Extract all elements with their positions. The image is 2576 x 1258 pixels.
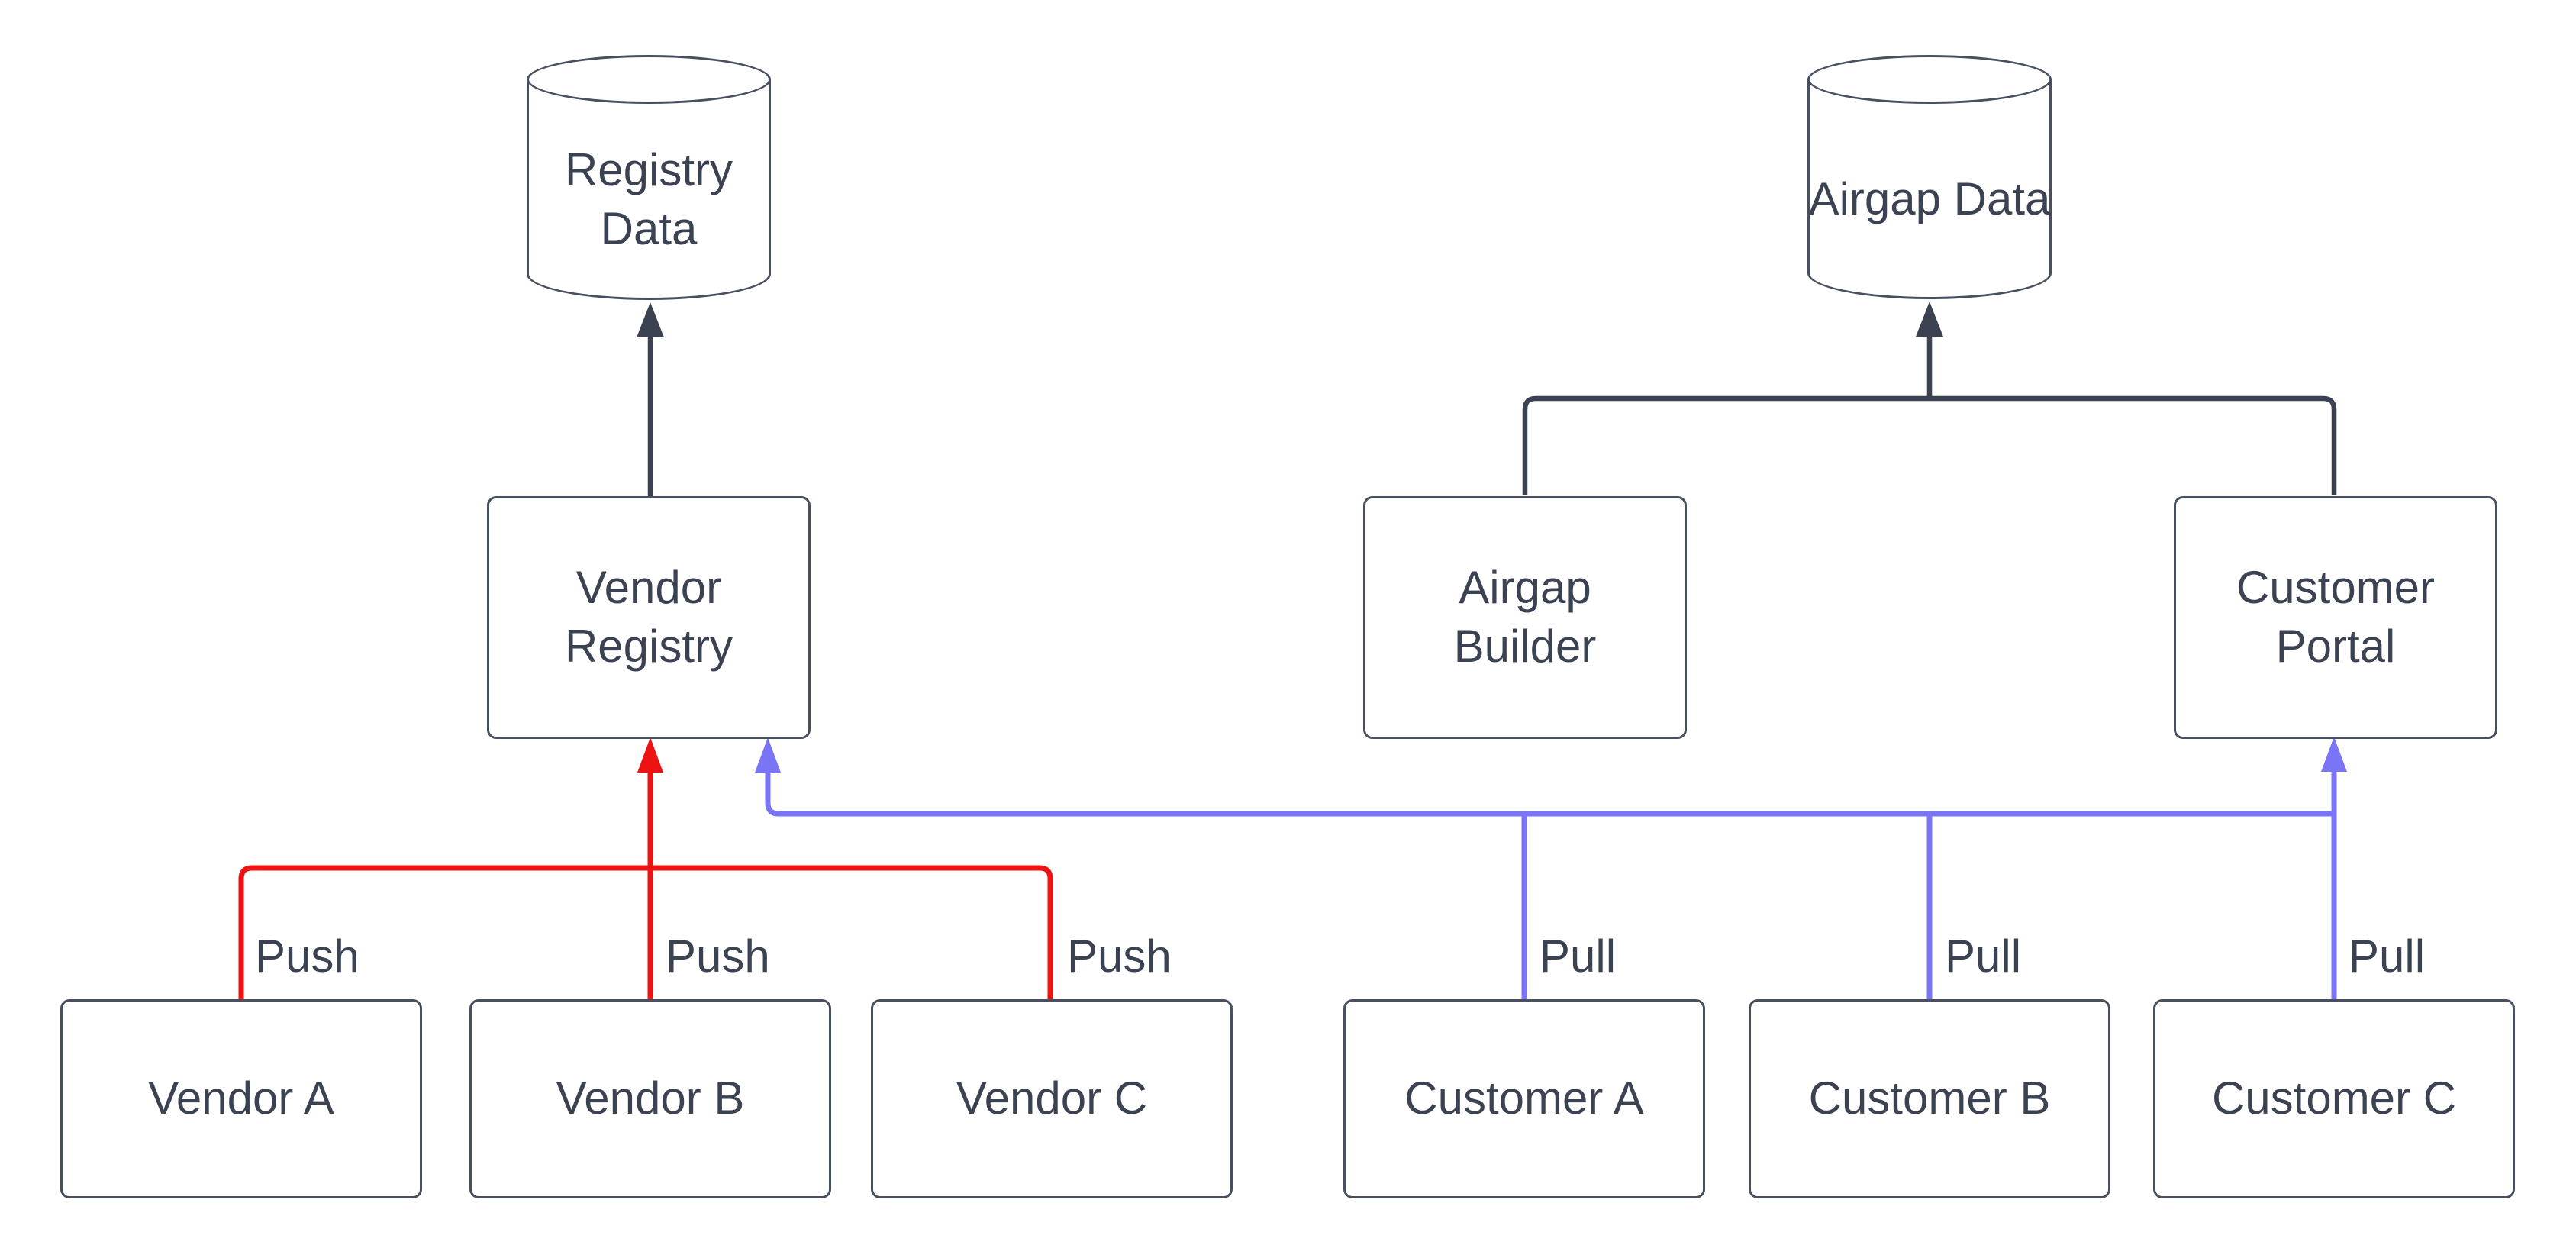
edge-label-push-vendor-a: Push (255, 931, 359, 982)
node-registry-data: Registry Data (527, 55, 771, 300)
edge-pull-trunk-to-vendor-registry (765, 771, 2334, 817)
node-vendor-c: Vendor C (871, 999, 1233, 1198)
arrowhead-push-vendor-registry (637, 737, 663, 773)
node-vendor-a: Vendor A (60, 999, 422, 1198)
edge-airgap-builder-portal-to-airgap-data (1522, 395, 2337, 495)
node-label: Airgap Builder (1453, 562, 1597, 672)
edge-label-pull-customer-c: Pull (2349, 931, 2426, 982)
node-airgap-builder: Airgap Builder (1363, 496, 1687, 739)
node-vendor-registry: Vendor Registry (487, 496, 811, 739)
node-airgap-data: Airgap Data (1807, 55, 2052, 299)
arrowhead-pull-customer-portal (2321, 737, 2347, 772)
node-customer-portal: Customer Portal (2174, 496, 2497, 739)
node-label: Customer C (2211, 1073, 2457, 1124)
node-customer-c: Customer C (2153, 999, 2515, 1198)
node-label: Vendor A (148, 1073, 334, 1124)
node-label: Vendor B (556, 1073, 745, 1124)
node-label: Registry Data (564, 144, 733, 254)
arrowhead-airgap-data (1916, 302, 1943, 337)
edge-push-trunk (238, 865, 1053, 999)
edge-label-push-vendor-c: Push (1067, 931, 1172, 982)
node-label: Customer B (1808, 1073, 2051, 1124)
cylinder-top-ellipse (527, 55, 771, 104)
node-label: Airgap Data (1808, 173, 2051, 224)
cylinder-body (527, 79, 771, 300)
node-customer-b: Customer B (1749, 999, 2110, 1198)
cylinder-body (1807, 79, 2052, 299)
node-customer-a: Customer A (1343, 999, 1705, 1198)
node-label: Customer A (1404, 1073, 1644, 1124)
edge-label-push-vendor-b: Push (666, 931, 770, 982)
edge-label-pull-customer-a: Pull (1539, 931, 1617, 982)
node-vendor-b: Vendor B (469, 999, 831, 1198)
arrowhead-pull-vendor-registry (755, 737, 781, 773)
node-label: Customer Portal (2236, 562, 2436, 672)
cylinder-top-ellipse (1807, 55, 2052, 104)
edge-label-pull-customer-b: Pull (1945, 931, 2022, 982)
node-label: Vendor Registry (564, 562, 733, 672)
node-label: Vendor C (956, 1073, 1148, 1124)
arrowhead-registry-data (637, 302, 664, 337)
